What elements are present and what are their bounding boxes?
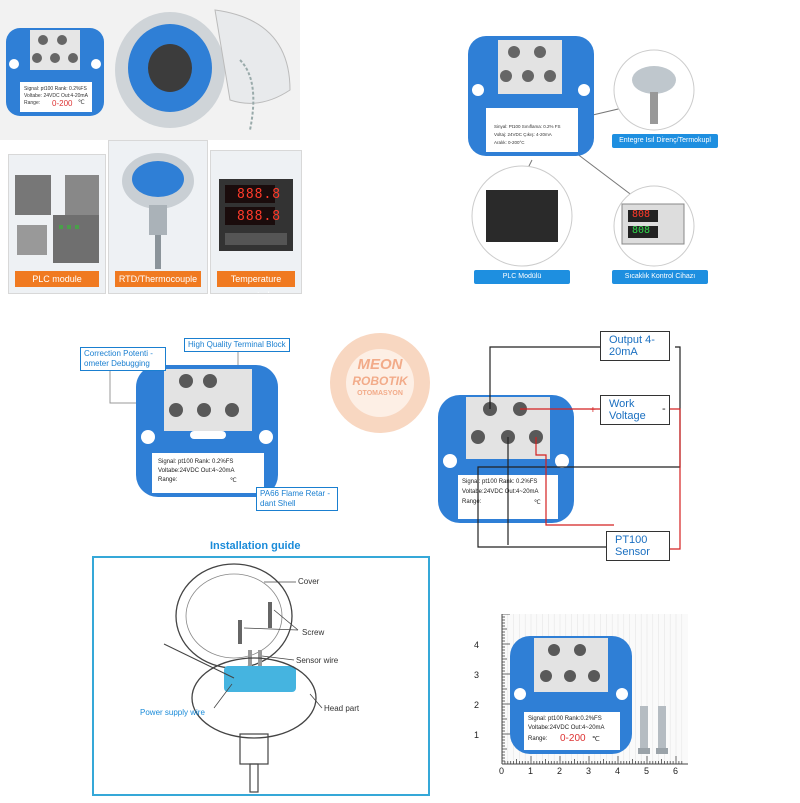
ruler-x-tick-0: 0 [499,766,505,776]
rtd-photo: RTD/Thermocouple [108,140,208,294]
module-unit: ℃ [78,100,85,106]
ruler-module-unit: ℃ [592,736,600,743]
watermark-gear-icon [330,333,430,433]
tr-controller-bottom: 808 [632,225,651,236]
caption-sicaklik: Sıcaklık Kontrol Cihazı [612,270,708,284]
ruler-module-signal: Signal: pt100 Rank:0.2%FS [528,716,602,722]
tr-controller-top: 808 [632,209,651,220]
ruler-y-tick-3: 3 [474,670,480,680]
turkish-diagram-panel: Sinyal: Pt100 Sınıflama: 0.2% FS Voltaj:… [462,30,720,292]
label-cover: Cover [298,577,320,586]
output-box: Output 4-20mA [600,331,670,361]
tr-module-voltage: Voltaj: 24VDC Çıkış: 4-20mA [494,132,552,137]
temperature-control-photo: 888.8 888.8 Temperature control [210,150,302,294]
module-voltage-text: Voltabe: 24VDC Out:4-20mA [24,93,88,99]
ruler-x-tick-4: 4 [615,766,621,776]
wiring-diagram-lines [438,346,681,550]
ruler-module-range-label: Range: [528,736,548,742]
label-head-part: Head part [324,704,360,713]
watermark-line3: OTOMASYON [357,390,403,397]
ruler-y-tick-2: 2 [474,700,480,710]
callout-terminal-block: High Quality Terminal Block [184,338,290,352]
wr-range: Range: [462,499,482,505]
rtd-illustration [122,153,194,269]
turkish-diagram-illustration [468,36,695,267]
installation-guide-frame: Cover Screw Sensor wire Power supply wir… [92,556,430,796]
plc-module-illustration [15,175,99,263]
watermark-line1: MEON [357,356,403,373]
work-voltage-box: Work Voltage [600,395,670,425]
temperature-controller-illustration [219,179,293,251]
labeled-module-panel: Correction Potenti -ometer Debugging Hig… [80,335,340,515]
meon-watermark-logo: MEON ROBOTIK OTOMASYON [322,328,438,438]
plc-module-photo: PLC module [8,154,106,294]
ml-voltage: Voltabe:24VDC Out:4~20mA [158,468,235,474]
ml-range: Range: [158,477,178,483]
ruler-scale [501,613,688,765]
module-range-label: Range: [24,100,41,106]
wr-voltage: Voltabe:24VDC Out:4~20mA [462,489,539,495]
installation-guide-title: Installation guide [210,540,301,552]
product-photo-top-left: Signal: pt100 Rank: 0.2%FS Voltabe: 24VD… [0,0,300,140]
ml-signal: Signal: pt100 Rank: 0.2%FS [158,459,234,465]
caption-rtd: RTD/Thermocouple [115,271,201,287]
work-voltage-minus: - [662,403,666,415]
ruler-module-range-value: 0-200 [560,733,586,744]
wr-signal: Signal: pt100 Rank: 0.2%FS [462,479,538,485]
ruler-module-voltage: Voltabe:24VDC Out:4~20mA [528,725,605,731]
label-screw: Screw [302,628,325,637]
tr-module-signal: Sinyal: Pt100 Sınıflama: 0.2% FS [494,124,561,129]
module-signal-text: Signal: pt100 Rank: 0.2%FS [24,86,87,92]
watermark-line2: ROBOTIK [352,374,408,388]
tr-module-range: Aralık: 0-200°C [494,140,525,145]
ruler-x-tick-6: 6 [673,766,679,776]
labeled-module-illustration [109,349,278,497]
ruler-photo-panel: 0 1 2 3 4 5 6 4 3 2 1 Signal: pt100 Rank… [468,613,688,798]
ruler-y-tick-4: 4 [474,640,480,650]
ruler-x-ticks: 0 1 2 3 4 5 6 [468,766,688,780]
ml-unit: ℃ [230,478,237,484]
caption-plc-modulu: PLC Modülü [474,270,570,284]
installation-illustration [163,563,323,793]
controller-display-bottom: 888.8 [237,209,282,224]
work-voltage-plus: + [590,405,596,416]
wiring-diagram-panel: Output 4-20mA Work Voltage PT100 Sensor … [430,325,700,561]
pt100-sensor-box: PT100 Sensor [606,531,670,561]
callout-pa66-shell: PA66 Flame Retar -dant Shell [256,487,338,511]
caption-plc-module: PLC module [15,271,99,287]
ruler-x-tick-2: 2 [557,766,563,776]
caption-temperature-control: Temperature control [217,271,295,293]
ruler-x-tick-5: 5 [644,766,650,776]
ruler-x-tick-1: 1 [528,766,534,776]
callout-correction-potentiometer: Correction Potenti -ometer Debugging [80,347,166,371]
label-sensor-wire: Sensor wire [296,656,339,665]
ruler-y-tick-1: 1 [474,730,480,740]
module-photo-illustration [6,9,291,131]
module-range-value: 0-200 [52,99,73,108]
ruler-x-tick-3: 3 [586,766,592,776]
wr-unit: ℃ [534,500,541,506]
label-power-supply-wire: Power supply wire [140,708,205,717]
controller-display-top: 888.8 [237,187,282,202]
caption-entegre: Entegre Isıl Direnç/Termokupl [612,134,718,148]
